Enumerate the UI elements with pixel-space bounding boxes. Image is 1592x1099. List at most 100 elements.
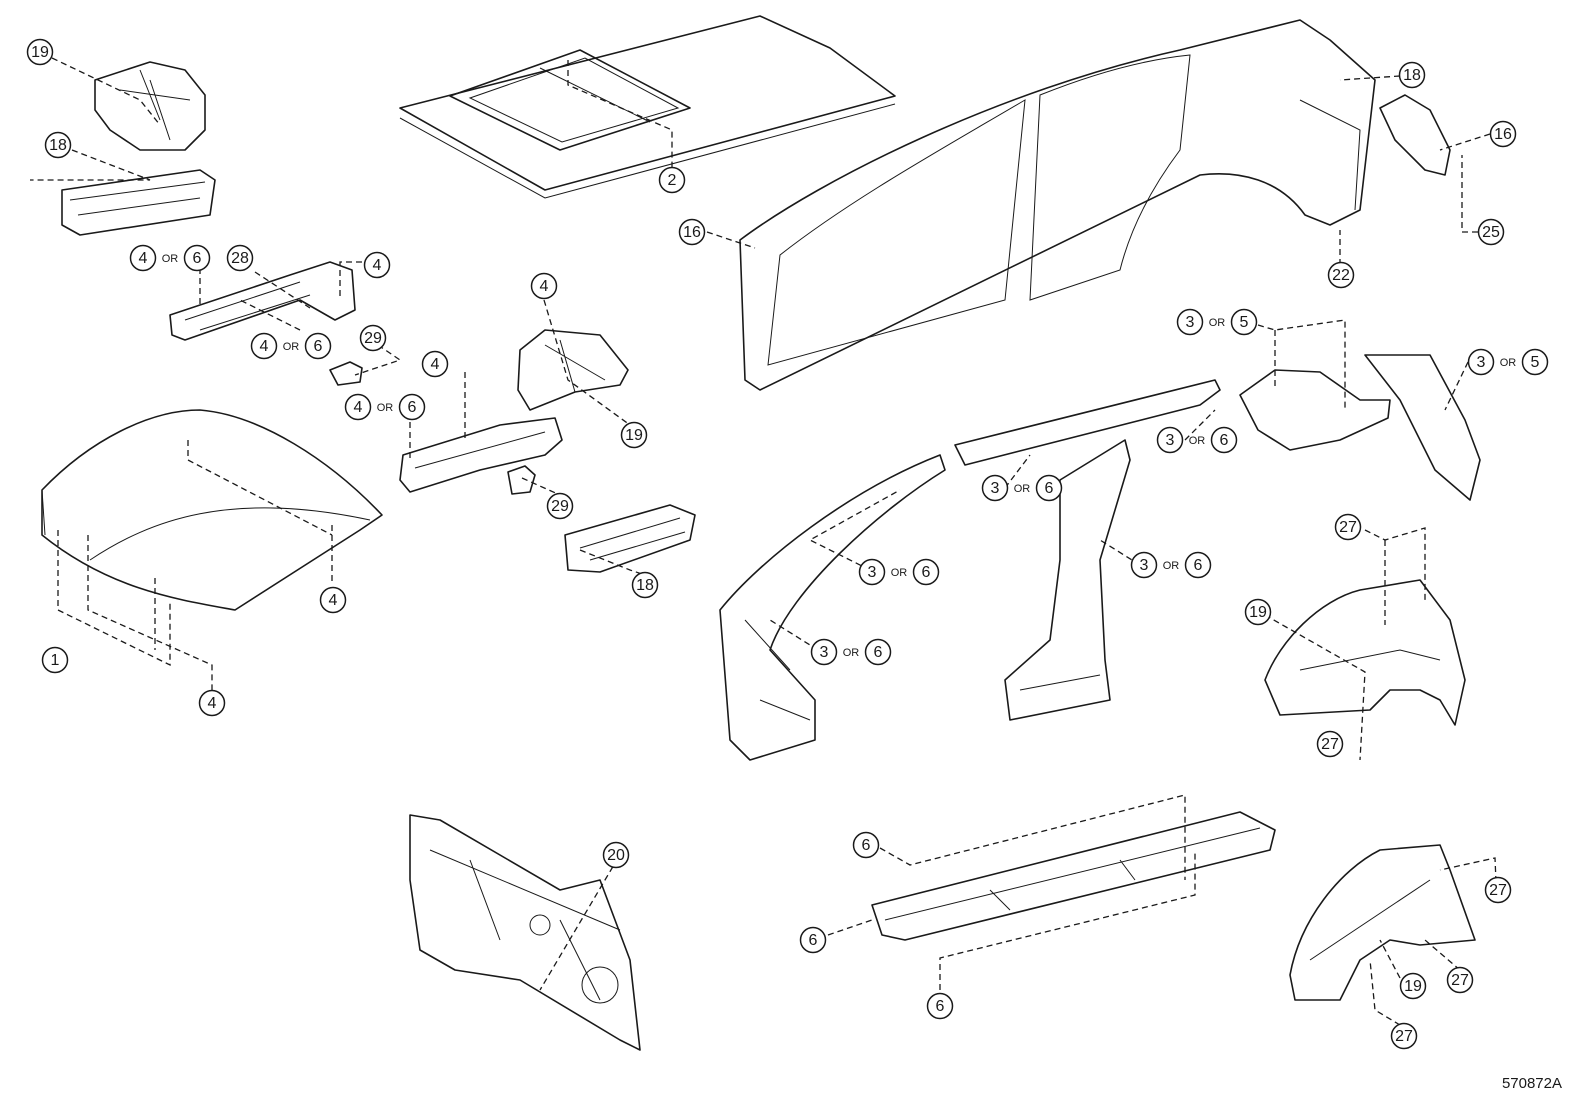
callout-c3or6-c: 3 OR 6 [1130, 551, 1212, 579]
callout-c19-a-ring [26, 38, 54, 66]
callout-c20-ring [602, 841, 630, 869]
callout-c16-b-ring [1489, 120, 1517, 148]
part-rear-wheelhouse-lower [1289, 844, 1476, 1001]
callout-c4-d: 4 [319, 586, 347, 614]
part-front-side-member-b [399, 417, 563, 493]
callout-c27-b-label: 27 [1321, 736, 1339, 753]
part-roof-panel [399, 15, 896, 199]
callout-c1: 1 [41, 646, 69, 674]
callout-c4-d-ring [319, 586, 347, 614]
callout-c16-b-label: 16 [1494, 126, 1512, 143]
part-quarter-inner-3or5-a [1239, 369, 1391, 451]
callout-c27-c: 27 [1484, 876, 1512, 904]
callout-c20-label: 20 [607, 847, 625, 864]
callout-c25: 25 [1477, 218, 1505, 246]
part-upper-bracket-19 [94, 61, 206, 151]
callout-c1-label: 1 [51, 652, 60, 669]
callout-c20: 20 [602, 841, 630, 869]
callout-c3or6-c-or: OR [1163, 560, 1180, 572]
callout-c3or6-b-b-label: 6 [1045, 480, 1054, 497]
callout-c4or6-a-b-label: 6 [193, 250, 202, 267]
callout-c4or6-a-b-ring [183, 244, 211, 272]
callout-c18-b: 18 [631, 571, 659, 599]
callout-c18-a: 18 [44, 131, 72, 159]
callout-c4-e-label: 4 [208, 695, 217, 712]
callout-c4-e-ring [198, 689, 226, 717]
callout-c27-e: 27 [1390, 1022, 1418, 1050]
callout-c3or6-d-b-ring [912, 558, 940, 586]
callout-c4-a-ring [363, 251, 391, 279]
part-bracket-29-a [329, 361, 363, 386]
callout-c27-b-ring [1316, 730, 1344, 758]
callout-c25-label: 25 [1482, 224, 1500, 241]
callout-c29-a-label: 29 [364, 330, 382, 347]
callout-c3or6-b-a-ring [981, 474, 1009, 502]
callout-c3or6-e-b-label: 6 [874, 644, 883, 661]
callout-c6-b-ring [799, 926, 827, 954]
callout-c3or6-b-b-ring [1035, 474, 1063, 502]
callout-c3or6-c-a-label: 3 [1140, 557, 1149, 574]
callout-c4or6-c-b-ring [398, 393, 426, 421]
part-front-pillar [719, 454, 946, 761]
callout-c4or6-b-b-ring [304, 332, 332, 360]
callout-c4-a-label: 4 [373, 257, 382, 274]
part-apron-member-18 [61, 169, 216, 236]
callout-c29-b-ring [546, 492, 574, 520]
callout-c19-d-label: 19 [1404, 978, 1422, 995]
callout-c22-ring [1327, 261, 1355, 289]
callout-c3or6-d-a-ring [858, 558, 886, 586]
callout-c27-a-ring [1334, 513, 1362, 541]
callout-c19-c-ring [1244, 598, 1272, 626]
callout-c18-b-label: 18 [636, 577, 654, 594]
callout-c3or6-d-a-label: 3 [868, 564, 877, 581]
callout-c19-a: 19 [26, 38, 54, 66]
callout-c19-b-label: 19 [625, 427, 643, 444]
callout-c28: 28 [226, 244, 254, 272]
leader-lines [30, 57, 1497, 1026]
callout-c2-label: 2 [668, 172, 677, 189]
callout-c2-ring [658, 166, 686, 194]
callout-c3or6-a-b-ring [1210, 426, 1238, 454]
callout-c4or6-c-a-ring [344, 393, 372, 421]
callout-c18-a-label: 18 [49, 137, 67, 154]
part-front-side-member-a [169, 261, 356, 341]
part-rear-wheelhouse [1264, 579, 1466, 726]
callout-c3or6-c-a-ring [1130, 551, 1158, 579]
callout-c3or6-e-b-ring [864, 638, 892, 666]
callout-c27-d-ring [1446, 966, 1474, 994]
callout-c3or6-e-or: OR [843, 647, 860, 659]
callout-c18-c-ring [1398, 61, 1426, 89]
callout-c3or6-b-a-label: 3 [991, 480, 1000, 497]
callout-c4-c-ring [421, 350, 449, 378]
callout-c3or6-a-or: OR [1189, 435, 1206, 447]
callout-c19-d: 19 [1399, 972, 1427, 1000]
callout-c4or6-c-or: OR [377, 402, 394, 414]
callout-c22: 22 [1327, 261, 1355, 289]
part-roof-side-rail [954, 379, 1221, 466]
callout-c27-d: 27 [1446, 966, 1474, 994]
diagram-code: 570872A [1502, 1075, 1562, 1092]
callout-c3or6-e-a-ring [810, 638, 838, 666]
callout-c3or6-c-b-label: 6 [1194, 557, 1203, 574]
callout-c29-a-ring [359, 324, 387, 352]
callout-c3or5-b-b-label: 5 [1531, 354, 1540, 371]
callout-c25-ring [1477, 218, 1505, 246]
callout-c3or6-a-a-ring [1156, 426, 1184, 454]
callout-c16-a-label: 16 [683, 224, 701, 241]
callout-c6-c-ring [926, 992, 954, 1020]
callout-c4or6-b-or: OR [283, 341, 300, 353]
callout-c29-a: 29 [359, 324, 387, 352]
callout-c4-e: 4 [198, 689, 226, 717]
callout-c27-c-ring [1484, 876, 1512, 904]
callout-c28-ring [226, 244, 254, 272]
callout-c4-c-label: 4 [431, 356, 440, 373]
callout-c3or6-d-b-label: 6 [922, 564, 931, 581]
